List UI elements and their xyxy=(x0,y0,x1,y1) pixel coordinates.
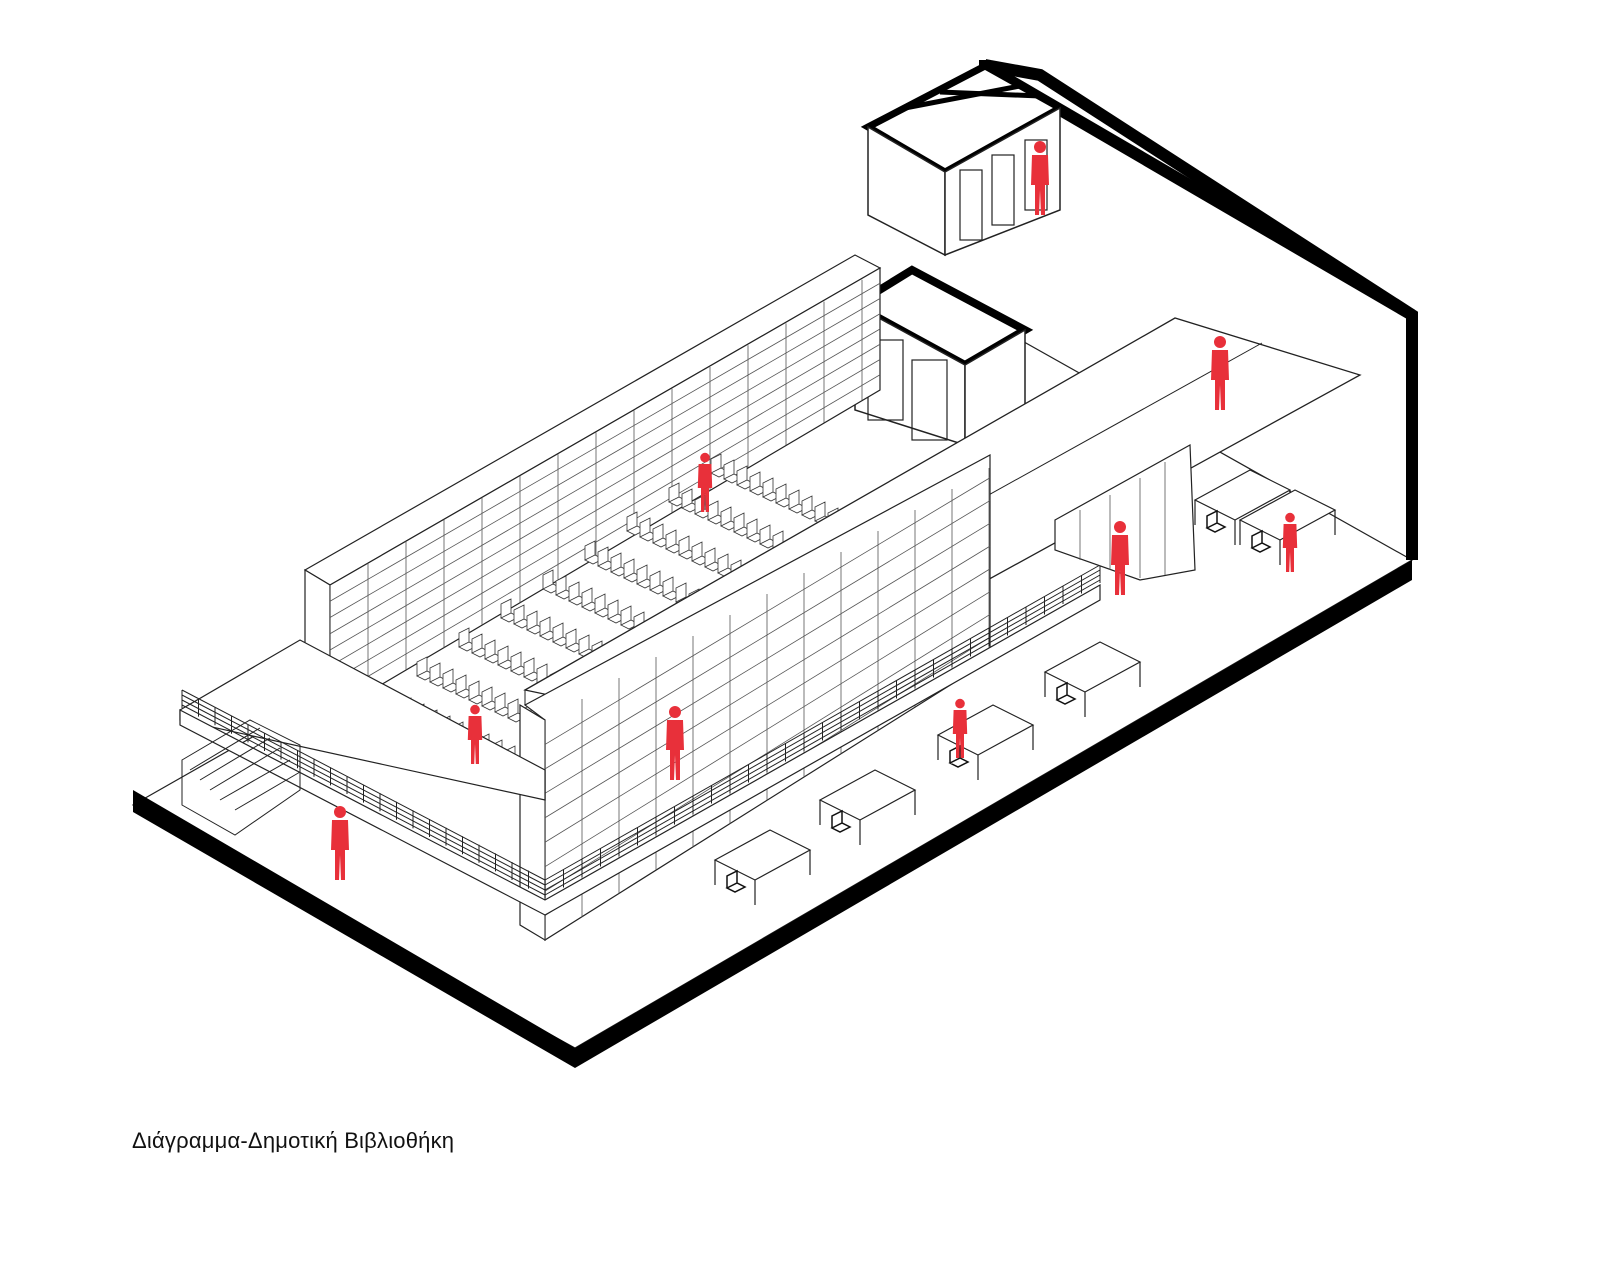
office-chair xyxy=(1250,529,1272,553)
office-chair xyxy=(725,869,747,893)
person-figure xyxy=(1031,141,1049,215)
office-chair xyxy=(830,809,852,833)
person-figure xyxy=(952,698,968,758)
person-figure xyxy=(1282,512,1298,572)
reading-table xyxy=(1043,641,1142,717)
person-figure xyxy=(1111,521,1129,595)
person-figure xyxy=(697,452,713,512)
slab-edge-right xyxy=(575,560,1412,1068)
office-chair xyxy=(1205,509,1227,533)
reading-tables xyxy=(713,469,1337,905)
person-figure xyxy=(666,706,684,780)
back-stacks xyxy=(1054,444,1196,581)
office-chair xyxy=(1055,681,1077,705)
wc-block xyxy=(860,62,1068,257)
reading-table xyxy=(713,829,812,905)
bookcase-wall-left xyxy=(303,254,882,717)
reading-table xyxy=(818,769,917,845)
slab-edge-left xyxy=(133,790,575,1068)
people-figures xyxy=(331,141,1298,880)
person-figure xyxy=(331,806,349,880)
stairs xyxy=(181,719,301,836)
diagram-caption: Διάγραμμα-Δημοτική Βιβλιοθήκη xyxy=(132,1128,455,1153)
mezzanine-walkway xyxy=(179,564,1101,916)
person-figure xyxy=(467,704,483,764)
person-figure xyxy=(1211,336,1229,410)
